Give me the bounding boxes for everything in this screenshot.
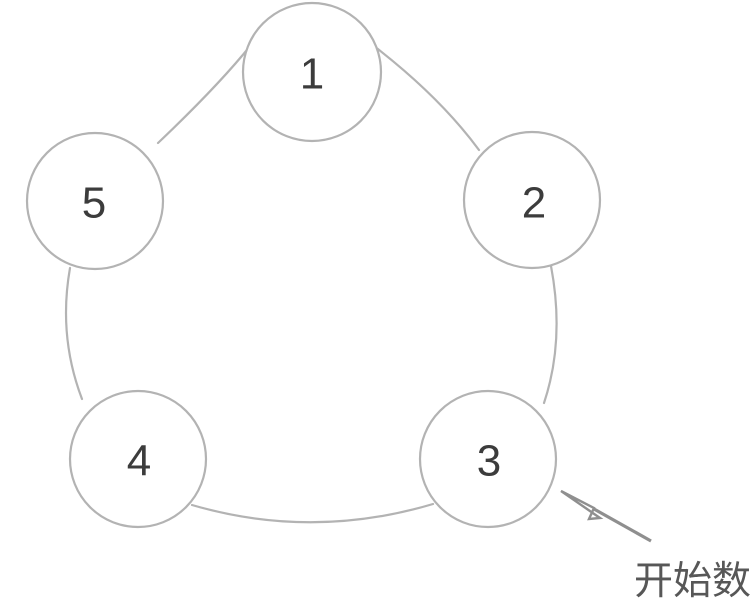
node-4-circle[interactable]	[68, 389, 208, 529]
node-2-label: 2	[522, 179, 546, 228]
edge-3-4	[190, 502, 435, 524]
node-1[interactable]: 1	[241, 1, 383, 143]
node-4-label: 4	[127, 437, 151, 486]
nodes-group: 1 2 3 4 5	[25, 1, 602, 529]
node-1-circle[interactable]	[241, 1, 383, 143]
node-2[interactable]: 2	[462, 130, 602, 270]
annotation-label: 开始数	[634, 559, 751, 603]
node-5[interactable]: 5	[25, 131, 165, 271]
node-3[interactable]: 3	[418, 389, 558, 529]
arrow-head-icon	[560, 489, 604, 521]
edge-5-1	[156, 43, 253, 145]
annotation-arrow	[560, 489, 652, 543]
node-4[interactable]: 4	[68, 389, 208, 529]
edge-1-2	[372, 44, 481, 152]
node-3-circle[interactable]	[418, 389, 558, 529]
node-5-circle[interactable]	[25, 131, 165, 271]
node-3-label: 3	[477, 437, 501, 486]
node-2-circle[interactable]	[462, 130, 602, 270]
ring-edges-group	[64, 43, 558, 524]
node-1-label: 1	[300, 50, 324, 99]
arrow-shaft-line	[593, 507, 652, 543]
edge-4-5	[64, 266, 84, 401]
node-5-label: 5	[82, 179, 106, 228]
edge-2-3	[542, 264, 558, 405]
